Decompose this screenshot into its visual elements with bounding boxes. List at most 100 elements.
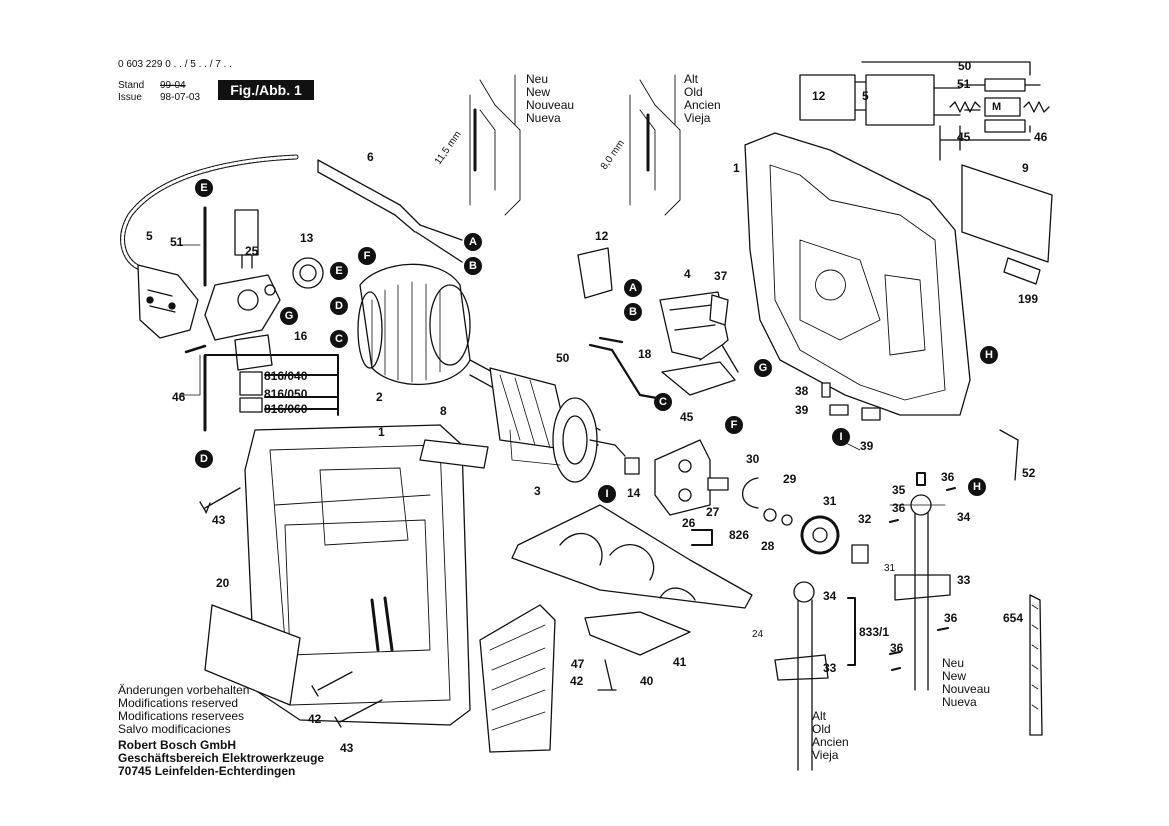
- part-26: 26: [682, 516, 696, 530]
- part-8: 8: [440, 404, 447, 418]
- part-14: 14: [627, 486, 641, 500]
- dimension-31: 31: [884, 563, 896, 574]
- part-20: 20: [216, 576, 230, 590]
- bushing-14: [624, 457, 640, 475]
- label-816-060: 816/060: [264, 402, 308, 416]
- bearing-block: [654, 439, 711, 516]
- detail-new: [469, 79, 521, 216]
- part-51-left: 51: [170, 235, 184, 249]
- marker-D-wire: D: [195, 450, 213, 468]
- schematic-5: 5: [862, 89, 869, 103]
- part-826: 826: [729, 528, 750, 542]
- bushing-32: [851, 544, 869, 564]
- part-42-right: 42: [570, 674, 584, 688]
- part-42-left: 42: [308, 712, 322, 726]
- part-43-top: 43: [212, 513, 226, 527]
- cord-sleeve: [317, 159, 421, 233]
- screw-42-bottom: [597, 659, 617, 691]
- screw-42: [311, 671, 353, 697]
- part-25: 25: [245, 244, 259, 258]
- part-39-b: 39: [860, 439, 874, 453]
- part-36-a: 36: [941, 470, 955, 484]
- hex-key-52: [999, 429, 1019, 481]
- issue-date: 98-07-03: [160, 92, 201, 103]
- part-46-top: 46: [1034, 130, 1048, 144]
- label-8: [419, 439, 489, 469]
- marker-C-stator: C: [330, 330, 348, 348]
- marker-G-switch: G: [280, 307, 298, 325]
- part-35: 35: [892, 483, 906, 497]
- marker-B-switch: B: [624, 303, 642, 321]
- plunger-new: [894, 509, 951, 691]
- marker-G-housing: G: [754, 359, 772, 377]
- label-199: [1003, 257, 1041, 285]
- part-654: 654: [1003, 611, 1024, 625]
- marker-B-cord: B: [464, 257, 482, 275]
- plunger-old: [774, 599, 829, 771]
- part-27: 27: [706, 505, 720, 519]
- clamp-40: [584, 611, 691, 656]
- part-50-top: 50: [958, 59, 972, 73]
- footer-notice-en: Modifications reserved: [118, 696, 239, 710]
- marker-I-base: I: [598, 485, 616, 503]
- label-816-050: 816/050: [264, 387, 308, 401]
- part-16: 16: [294, 329, 308, 343]
- part-number: 0 603 229 0 . . / 5 . . / 7 . .: [118, 59, 232, 70]
- part-45-top: 45: [957, 130, 971, 144]
- cap-12: [577, 247, 613, 299]
- bearing-13: [292, 257, 324, 289]
- part-45-mid: 45: [680, 410, 694, 424]
- footer-notice-de: Änderungen vorbehalten: [118, 683, 250, 697]
- part-47: 47: [571, 657, 585, 671]
- switch-block: [204, 274, 281, 341]
- blade-654: [1029, 594, 1043, 736]
- figure-label: Fig./Abb. 1: [218, 80, 314, 100]
- part-12: 12: [595, 229, 609, 243]
- marker-C-lever: C: [654, 393, 672, 411]
- part-2: 2: [376, 390, 383, 404]
- housing-right: [744, 132, 971, 416]
- part-6: 6: [367, 150, 374, 164]
- footer-address: 70745 Leinfelden-Echterdingen: [118, 764, 296, 778]
- motor-symbol: [984, 97, 1021, 117]
- label-816-040: 816/040: [264, 369, 308, 383]
- schematic-12: 12: [812, 89, 826, 103]
- ring-28: [763, 508, 777, 522]
- stator: [359, 263, 471, 385]
- marker-H-housing: H: [980, 346, 998, 364]
- screw-43-bottom: [334, 699, 383, 728]
- part-38: [821, 382, 831, 398]
- part-28: 28: [761, 539, 775, 553]
- part-39: [829, 404, 881, 421]
- part-46-left: 46: [172, 390, 186, 404]
- base-plate: [511, 504, 753, 609]
- cover-20: [204, 604, 301, 706]
- part-36-b: 36: [892, 501, 906, 515]
- detail-old: [629, 79, 681, 216]
- part-38: 38: [795, 384, 809, 398]
- footer-company: Robert Bosch GmbH: [118, 738, 237, 752]
- part-1-right: 1: [733, 161, 740, 175]
- dimension-24: 24: [752, 629, 764, 640]
- clip-37: [709, 294, 729, 326]
- lever-45: [661, 344, 739, 396]
- part-13: 13: [300, 231, 314, 245]
- marker-I-housing: I: [832, 428, 850, 446]
- switch-schematic: [799, 74, 856, 121]
- issue-label: Issue: [118, 92, 142, 103]
- part-43-bottom: 43: [340, 741, 354, 755]
- part-52: 52: [1022, 466, 1036, 480]
- marker-E-wire: E: [195, 179, 213, 197]
- part-51-top: 51: [957, 77, 971, 91]
- stand-old-date: 99-04: [160, 80, 186, 91]
- part-9: 9: [1022, 161, 1029, 175]
- power-cord: [120, 154, 299, 271]
- footer-notice-fr: Modifications reservees: [118, 709, 245, 723]
- footer-notice-es: Salvo modificaciones: [118, 722, 231, 736]
- footer-division: Geschäftsbereich Elektrowerkzeuge: [118, 751, 325, 765]
- part-4: 4: [684, 267, 691, 281]
